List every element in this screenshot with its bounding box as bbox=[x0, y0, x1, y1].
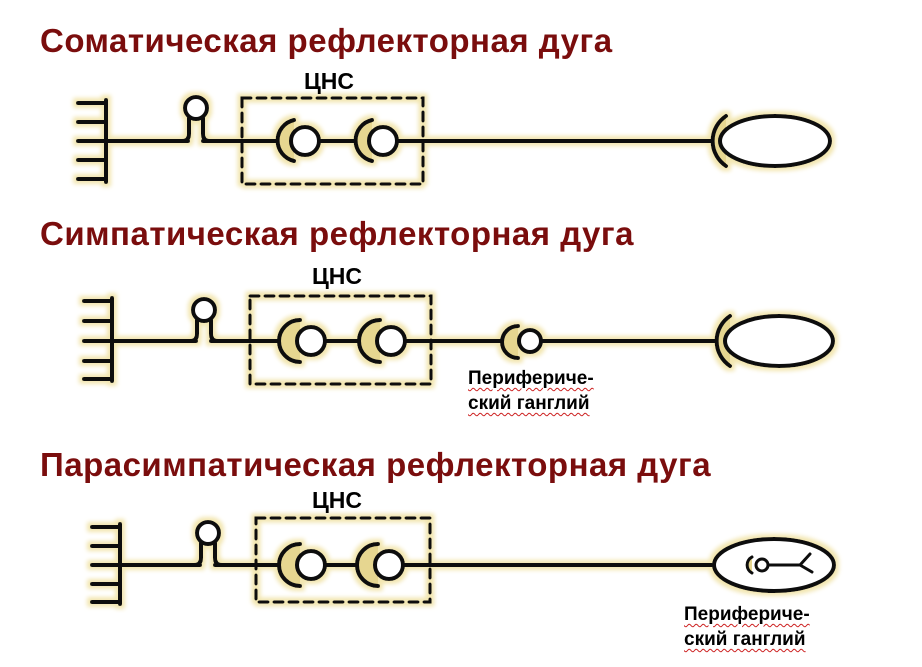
sensory-neuron-body bbox=[180, 95, 212, 143]
cns-label: ЦНС bbox=[312, 487, 363, 513]
somatic-arc-title: Соматическая рефлекторная дуга bbox=[40, 22, 613, 59]
ganglion-label-line-2: ский ганглий bbox=[684, 629, 806, 650]
cns-label: ЦНС bbox=[304, 68, 355, 94]
parasympathetic-arc bbox=[90, 516, 836, 606]
receptor-comb bbox=[90, 522, 122, 606]
receptor-comb bbox=[82, 296, 114, 383]
peripheral-ganglion-label: Перифериче- ский ганглий bbox=[684, 602, 810, 652]
effector-organ bbox=[712, 537, 836, 593]
effector-muscle bbox=[710, 114, 832, 168]
ganglion-label-line-1: Перифериче- bbox=[468, 368, 594, 389]
cns-box bbox=[254, 516, 432, 604]
peripheral-ganglion bbox=[500, 324, 543, 360]
effector-muscle bbox=[714, 314, 835, 368]
sensory-neuron-body bbox=[192, 520, 224, 567]
somatic-arc bbox=[76, 95, 832, 186]
interneuron-2 bbox=[357, 318, 407, 364]
sympathetic-arc-title: Симпатическая рефлекторная дуга bbox=[40, 215, 634, 252]
interneuron-1 bbox=[277, 318, 327, 364]
sympathetic-arc bbox=[82, 294, 835, 386]
parasympathetic-arc-title: Парасимпатическая рефлекторная дуга bbox=[40, 446, 712, 483]
interneuron-1 bbox=[275, 118, 321, 163]
peripheral-ganglion-label: Перифериче- ский ганглий bbox=[468, 366, 594, 416]
cns-label: ЦНС bbox=[312, 263, 363, 289]
interneuron-2 bbox=[355, 542, 405, 588]
ganglion-label-line-1: Перифериче- bbox=[684, 604, 810, 625]
ganglion-label-line-2: ский ганглий bbox=[468, 393, 590, 414]
sensory-neuron-body bbox=[188, 297, 220, 343]
interneuron-2 bbox=[353, 118, 399, 163]
receptor-comb bbox=[76, 98, 108, 184]
interneuron-1 bbox=[277, 542, 327, 588]
intramural-ganglion bbox=[745, 555, 754, 575]
